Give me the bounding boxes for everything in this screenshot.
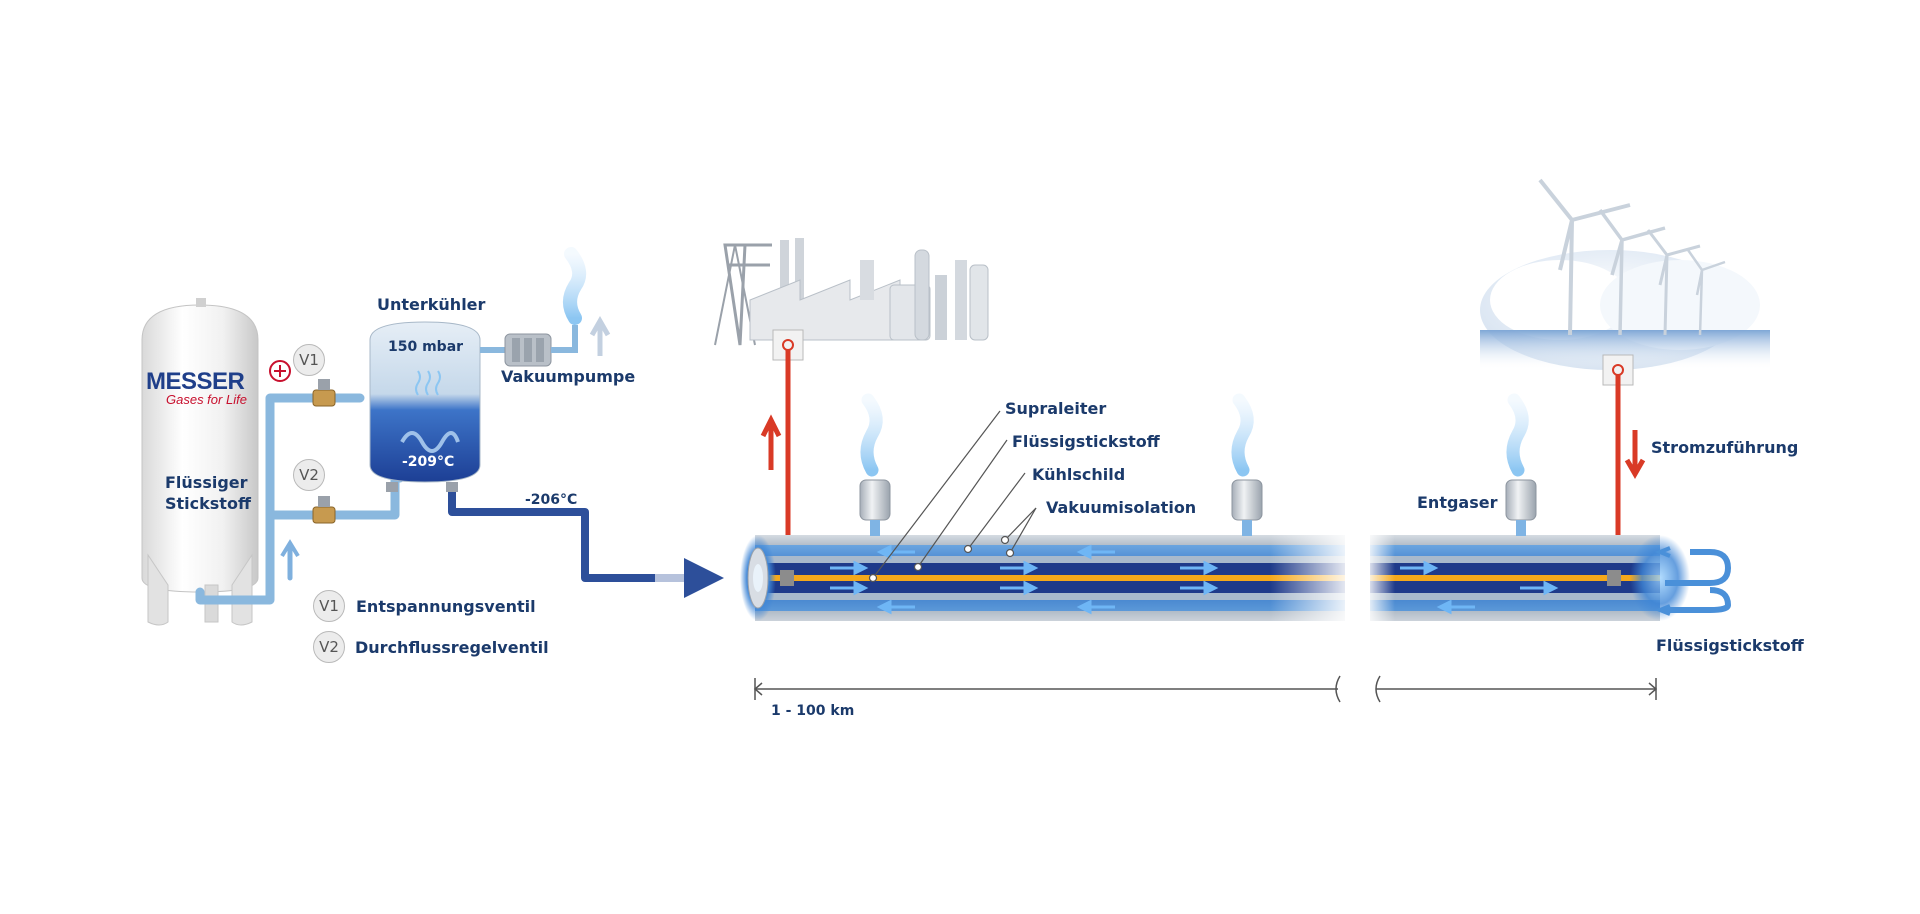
legend-v2-badge: V2 (313, 631, 345, 663)
label-liquid-nitrogen: Flüssigstickstoff (1012, 432, 1160, 451)
degasser-1-icon (859, 393, 891, 536)
vapor-icon (563, 247, 587, 325)
flow-arrow-icon (280, 539, 300, 578)
return-flow-label: Flüssigstickstoff (1656, 636, 1804, 655)
power-plant-icon (714, 238, 989, 361)
vacuum-pump-icon (480, 247, 611, 367)
valve-v1-badge: V1 (293, 344, 325, 376)
tank-label-line2: Stickstoff (165, 494, 251, 513)
label-vacuum-insulation: Vakuumisolation (1046, 498, 1197, 517)
subcooler-temperature: -209°C (402, 454, 455, 470)
nitrogen-tank (141, 298, 291, 626)
degasser-2-icon (1231, 393, 1263, 536)
legend-v1-description: Entspannungsventil (356, 597, 536, 616)
label-cooling-shield: Kühlschild (1032, 465, 1126, 484)
flow-arrows (830, 560, 1559, 596)
cable-segment-1 (740, 530, 1355, 626)
evaporation-icon (415, 370, 441, 396)
superconductor-core (755, 575, 1345, 581)
label-superconductor: Supraleiter (1005, 399, 1107, 418)
tank-label-line1: Flüssiger (165, 473, 248, 492)
terminal-right (1607, 570, 1621, 586)
brand-logo: MESSER (146, 368, 245, 395)
subcooler-vessel (369, 321, 481, 492)
length-label: 1 - 100 km (771, 703, 855, 719)
subcooler-title: Unterkühler (377, 295, 486, 314)
return-loop (1665, 549, 1732, 586)
cable-segment-2 (1365, 530, 1690, 626)
power-arrow-down-icon (1624, 430, 1646, 480)
valve-v2-badge: V2 (293, 459, 325, 491)
vacuum-pump-label: Vakuumpumpe (501, 367, 636, 386)
legend-v1-badge: V1 (313, 590, 345, 622)
valve-v1-icon[interactable] (312, 379, 336, 407)
degasser-3-icon (1505, 393, 1537, 536)
outlet-temperature: -206°C (525, 492, 578, 508)
subcooler-pressure: 150 mbar (388, 339, 464, 355)
valve-v2-icon[interactable] (312, 496, 336, 524)
outlet-pipe (448, 492, 655, 582)
terminal-left (780, 570, 794, 586)
brand-slogan: Gases for Life (166, 392, 247, 407)
power-arrow-up-icon (760, 414, 782, 470)
wind-turbines-icon (1480, 178, 1770, 386)
layer-leader-lines (868, 410, 1037, 583)
length-scale (753, 675, 1658, 703)
legend-v2-description: Durchflussregelventil (355, 638, 549, 657)
power-supply-label: Stromzuführung (1651, 438, 1799, 457)
degasser-label: Entgaser (1417, 493, 1498, 512)
